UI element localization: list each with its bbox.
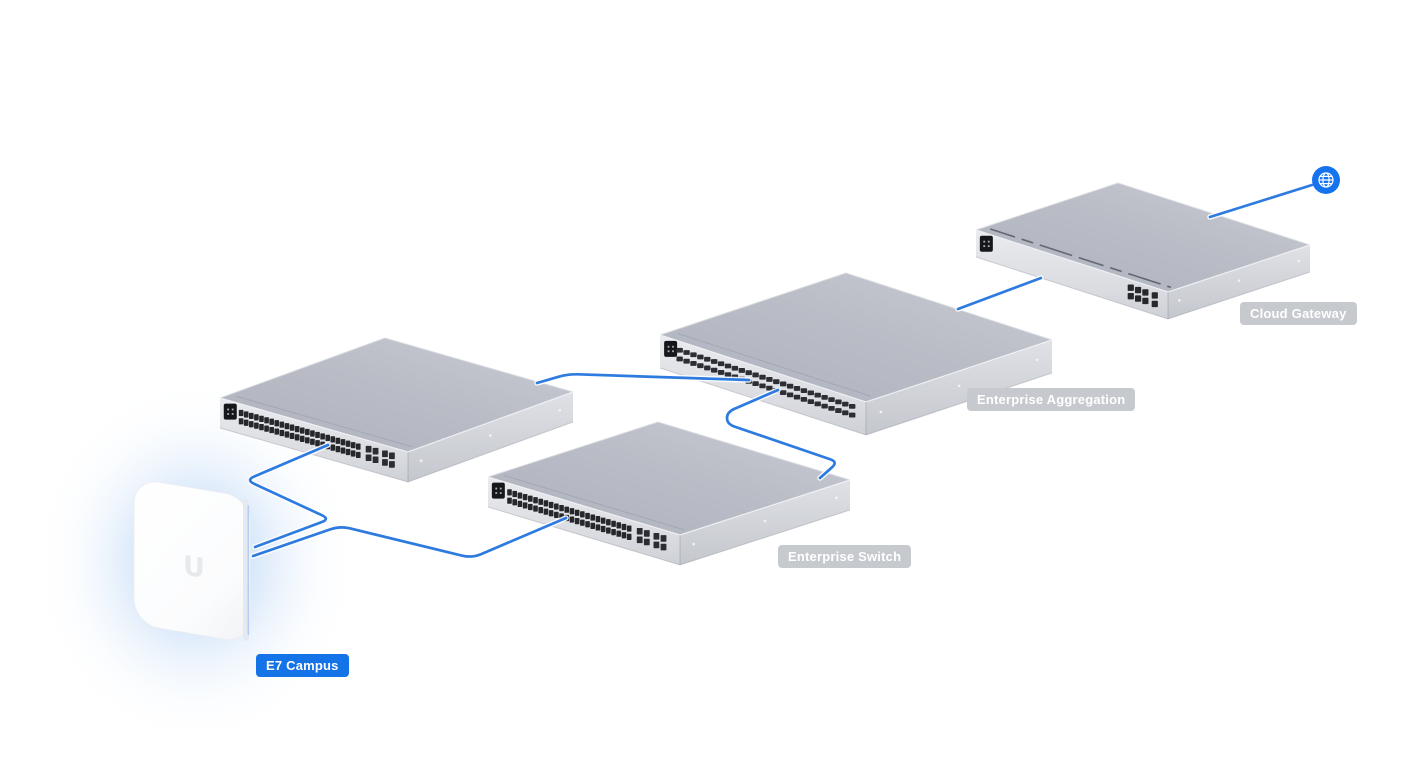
cable-aggregation-to-enterprise-switch: [725, 388, 836, 480]
device-enterprise-switch[interactable]: [487, 421, 851, 566]
cable-switch-upper-to-aggregation: [535, 372, 751, 385]
device-screen: [223, 403, 237, 420]
cables: [247, 182, 1315, 560]
device-enterprise-aggregation[interactable]: [659, 272, 1053, 436]
device-screen: [664, 340, 678, 357]
device-ports: [238, 409, 395, 468]
device-screen: [979, 235, 993, 252]
node-label-e7-campus[interactable]: E7 Campus: [256, 654, 349, 677]
node-label-cloud-gateway[interactable]: Cloud Gateway: [1240, 302, 1357, 325]
cable-aggregation-to-cloud-gateway: [956, 276, 1043, 311]
device-screen: [491, 482, 505, 499]
device-ports: [1127, 284, 1158, 308]
ubiquiti-logo: U: [183, 550, 205, 584]
node-label-enterprise-aggregation[interactable]: Enterprise Aggregation: [967, 388, 1136, 411]
device-e7-campus[interactable]: U: [133, 478, 251, 643]
device-switch-upper[interactable]: [219, 337, 574, 483]
device-cloud-gateway[interactable]: [975, 182, 1311, 320]
cable-e7-campus-to-enterprise-switch: [251, 516, 568, 558]
internet-globe-icon[interactable]: [1312, 166, 1340, 194]
device-ports: [507, 489, 667, 551]
node-label-enterprise-switch[interactable]: Enterprise Switch: [778, 545, 912, 568]
device-ports: [676, 347, 856, 418]
cable-cloud-gateway-to-internet: [1208, 183, 1314, 219]
cable-switch-upper-to-e7-campus: [248, 443, 330, 549]
